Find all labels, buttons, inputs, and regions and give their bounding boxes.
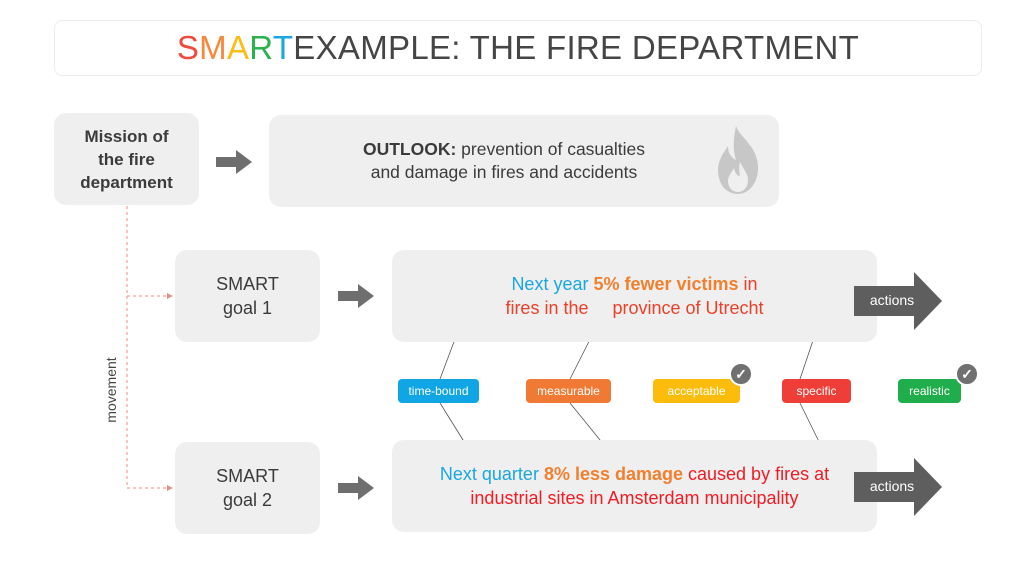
actions-arrow-2: actions xyxy=(854,458,942,516)
mission-line-1: Mission of xyxy=(84,126,169,146)
goal-2-timebound: Next quarter xyxy=(439,464,544,484)
goal-2-text-box: Next quarter 8% less damage caused by fi… xyxy=(392,440,877,532)
title-smart: SMART xyxy=(177,29,293,67)
title-letter-3: R xyxy=(249,29,273,66)
goal-2-measurable: 8% less damage xyxy=(543,464,684,484)
title-letter-0: S xyxy=(176,29,200,66)
goal-1-measurable: 5% fewer victims xyxy=(593,274,739,294)
goal-2-label-2: goal 2 xyxy=(222,490,273,510)
check-icon: ✓ xyxy=(955,362,979,386)
badge-time-bound: time-bound xyxy=(398,379,479,403)
goal-1-label-2: goal 1 xyxy=(222,298,273,318)
goal-2-rest-1: caused by fires at xyxy=(683,464,830,484)
arrow-right-icon xyxy=(338,284,374,308)
goal-1-specific-b: province of Utrecht xyxy=(612,298,764,318)
title-text: EXAMPLE: THE FIRE DEPARTMENT xyxy=(293,29,860,66)
title-bar: SMART EXAMPLE: THE FIRE DEPARTMENT xyxy=(54,20,982,76)
outlook-label: OUTLOOK: xyxy=(362,139,457,159)
outlook-text-2: and damage in fires and accidents xyxy=(370,162,638,182)
badge-acceptable: acceptable xyxy=(653,379,740,403)
actions-label-1: actions xyxy=(869,292,915,308)
title-letter-1: M xyxy=(199,29,227,66)
smart-goal-1-box: SMART goal 1 xyxy=(175,250,320,342)
goal-1-timebound: Next year xyxy=(511,274,594,294)
goal-1-label-1: SMART xyxy=(216,274,279,294)
goal-1-specific-a: fires in the xyxy=(505,298,589,318)
actions-arrow-1: actions xyxy=(854,272,942,330)
title-letter-2: A xyxy=(226,29,250,66)
goal-2-specific: industrial sites in Amsterdam municipali… xyxy=(470,488,799,508)
goal-1-in: in xyxy=(738,274,758,294)
badge-specific: specific xyxy=(782,379,851,403)
outlook-text-1: prevention of casualties xyxy=(456,139,646,159)
mission-line-3: department xyxy=(80,172,173,192)
title-letter-4: T xyxy=(272,29,294,66)
arrow-right-icon xyxy=(216,150,252,174)
mission-line-2: the fire xyxy=(98,149,155,169)
check-icon: ✓ xyxy=(729,362,753,386)
goal-1-text-box: Next year 5% fewer victims in fires in t… xyxy=(392,250,877,342)
movement-label: movement xyxy=(103,357,119,423)
badge-realistic: realistic xyxy=(898,379,961,403)
flame-icon xyxy=(718,126,758,194)
outlook-box: OUTLOOK: prevention of casualties and da… xyxy=(269,115,779,207)
mission-box: Mission of the fire department xyxy=(54,113,199,205)
actions-label-2: actions xyxy=(869,478,915,494)
smart-goal-2-box: SMART goal 2 xyxy=(175,442,320,534)
arrow-right-icon xyxy=(338,476,374,500)
badge-measurable: measurable xyxy=(526,379,611,403)
goal-2-label-1: SMART xyxy=(216,466,279,486)
